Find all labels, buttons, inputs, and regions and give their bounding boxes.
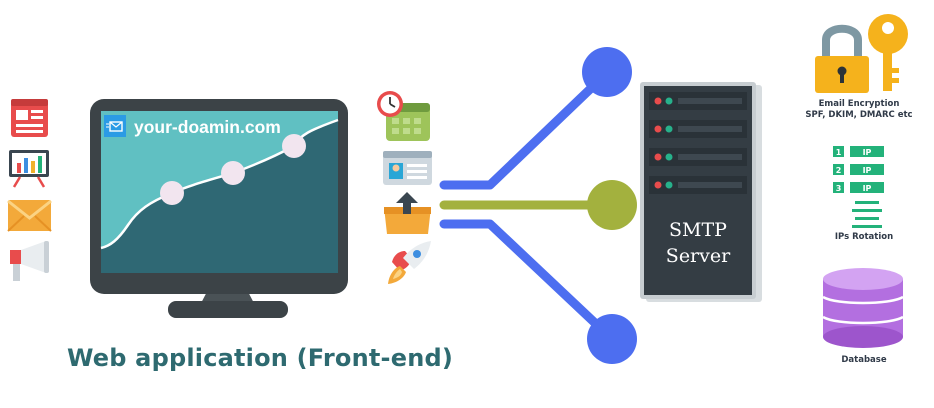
database-icon: [822, 268, 904, 348]
ip-number-2: 2: [836, 166, 842, 175]
encryption-label: Email Encryption SPF, DKIM, DMARC etc: [796, 99, 922, 121]
ip-label-2: IP: [863, 166, 872, 175]
ip-label-3: IP: [863, 184, 872, 193]
ip-label-1: IP: [863, 148, 872, 157]
frontend-caption: Web application (Front-end): [66, 344, 454, 372]
encryption-label-line1: Email Encryption: [818, 99, 900, 109]
ips-rotation-label: IPs Rotation: [834, 232, 894, 242]
connector-node-middle: [587, 180, 637, 230]
rocket-icon: [388, 241, 431, 284]
envelope-icon: [7, 199, 52, 232]
ip-list-icon: [833, 146, 884, 228]
webpage-icon: [11, 99, 48, 137]
chart-board-icon: [9, 150, 49, 188]
key-icon: [868, 14, 908, 91]
smtp-server-icon: [640, 82, 762, 302]
server-label-line2: Server: [666, 245, 731, 267]
server-label-line1: SMTP: [669, 219, 727, 241]
ip-number-1: 1: [836, 148, 842, 157]
upload-box-icon: [384, 192, 431, 234]
connector-node-bottom: [587, 314, 637, 364]
connectors: [439, 67, 617, 344]
lock-icon: [815, 24, 869, 93]
domain-logo-icon: [104, 115, 126, 137]
contact-card-icon: [383, 151, 432, 185]
ip-number-3: 3: [836, 184, 842, 193]
megaphone-icon: [10, 241, 49, 281]
monitor: [90, 99, 348, 318]
domain-text: your-doamin.com: [134, 117, 281, 137]
connector-node-top: [582, 47, 632, 97]
database-label: Database: [841, 355, 887, 365]
encryption-label-line2: SPF, DKIM, DMARC etc: [805, 110, 913, 120]
calendar-clock-icon: [377, 91, 430, 141]
